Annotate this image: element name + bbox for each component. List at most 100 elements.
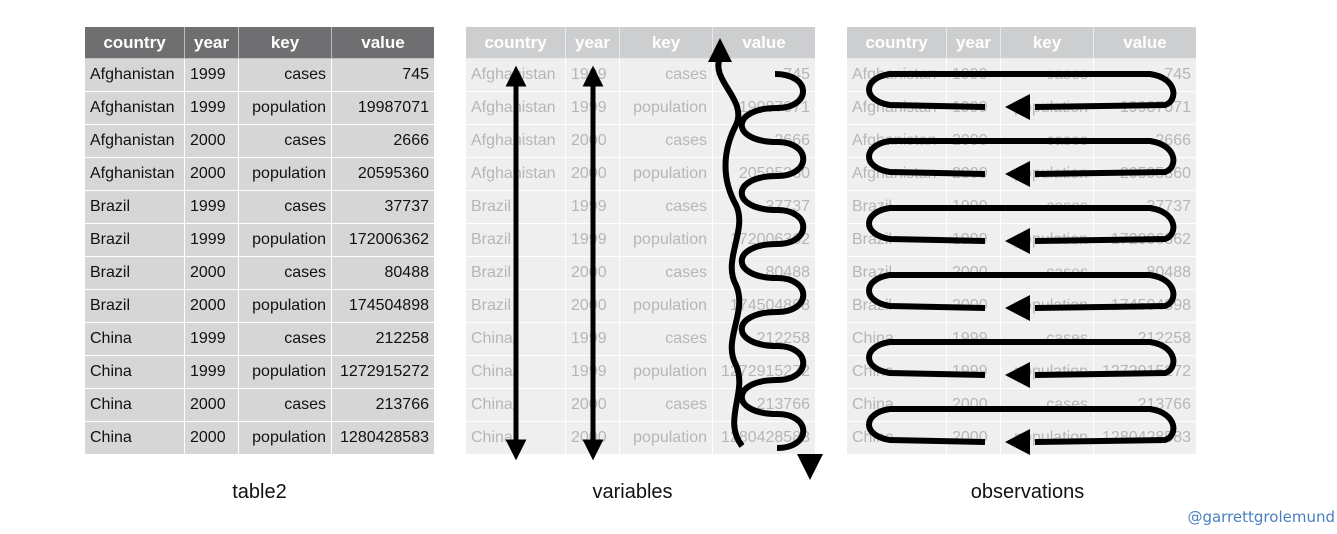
observations-cell-key: cases <box>1001 389 1094 422</box>
table2-header-country: country <box>85 27 185 59</box>
variables-cell-year: 1999 <box>566 92 620 125</box>
observations-cell-year: 1999 <box>947 59 1001 92</box>
table2-cell-year: 2000 <box>185 290 239 323</box>
table2-cell-country: Brazil <box>85 224 185 257</box>
observations-caption: observations <box>970 481 1085 503</box>
observations-header-country: country <box>847 27 947 59</box>
table2-cell-country: Brazil <box>85 290 185 323</box>
table2-cell-year: 2000 <box>185 125 239 158</box>
table2-header-value: value <box>332 27 434 59</box>
observations-cell-year: 1999 <box>947 323 1001 356</box>
variables-cell-country: Afghanistan <box>466 125 566 158</box>
variables-cell-value: 80488 <box>713 257 815 290</box>
variables-cell-year: 2000 <box>566 389 620 422</box>
table2-cell-value: 37737 <box>332 191 434 224</box>
variables-cell-year: 1999 <box>566 323 620 356</box>
observations-cell-country: Brazil <box>847 290 947 323</box>
observations-cell-key: cases <box>1001 257 1094 290</box>
observations-cell-value: 37737 <box>1094 191 1196 224</box>
observations-cell-country: Brazil <box>847 191 947 224</box>
variables-cell-value: 1272915272 <box>713 356 815 389</box>
variables-cell-value: 212258 <box>713 323 815 356</box>
variables-cell-country: China <box>466 422 566 455</box>
observations-cell-year: 2000 <box>947 290 1001 323</box>
observations-cell-country: China <box>847 389 947 422</box>
variables-header-value: value <box>713 27 815 59</box>
observations-cell-value: 1280428583 <box>1094 422 1196 455</box>
variables-cell-country: Afghanistan <box>466 59 566 92</box>
table2-cell-year: 1999 <box>185 191 239 224</box>
observations-cell-year: 1999 <box>947 224 1001 257</box>
variables-cell-value: 1280428583 <box>713 422 815 455</box>
table2-cell-value: 19987071 <box>332 92 434 125</box>
table2-cell-key: cases <box>239 59 332 92</box>
observations-cell-key: population <box>1001 356 1094 389</box>
table2-cell-country: China <box>85 356 185 389</box>
observations-cell-country: Afghanistan <box>847 92 947 125</box>
observations-header-year: year <box>947 27 1001 59</box>
table2-cell-year: 2000 <box>185 257 239 290</box>
observations-cell-value: 80488 <box>1094 257 1196 290</box>
table2-cell-year: 1999 <box>185 59 239 92</box>
observations-cell-value: 2666 <box>1094 125 1196 158</box>
table2-cell-key: population <box>239 422 332 455</box>
table2-cell-key: cases <box>239 191 332 224</box>
variables-cell-key: population <box>620 158 713 191</box>
table2-cell-year: 1999 <box>185 224 239 257</box>
variables-cell-key: population <box>620 92 713 125</box>
table2-cell-country: Afghanistan <box>85 125 185 158</box>
table2-cell-key: cases <box>239 125 332 158</box>
variables-cell-year: 2000 <box>566 290 620 323</box>
variables-cell-value: 174504898 <box>713 290 815 323</box>
variables-header-year: year <box>566 27 620 59</box>
variables-cell-key: cases <box>620 125 713 158</box>
observations-cell-key: population <box>1001 290 1094 323</box>
observations-cell-country: Afghanistan <box>847 125 947 158</box>
table2-cell-value: 212258 <box>332 323 434 356</box>
variables-cell-country: Brazil <box>466 224 566 257</box>
observations-cell-value: 1272915272 <box>1094 356 1196 389</box>
variables-cell-year: 1999 <box>566 356 620 389</box>
variables-cell-key: population <box>620 224 713 257</box>
observations-cell-key: cases <box>1001 125 1094 158</box>
observations-cell-year: 2000 <box>947 422 1001 455</box>
observations-cell-key: population <box>1001 158 1094 191</box>
observations-cell-key: population <box>1001 422 1094 455</box>
variables-cell-value: 19987071 <box>713 92 815 125</box>
variables-header-key: key <box>620 27 713 59</box>
table2-cell-year: 2000 <box>185 422 239 455</box>
table2-cell-value: 2666 <box>332 125 434 158</box>
variables-cell-year: 1999 <box>566 191 620 224</box>
observations-cell-key: cases <box>1001 59 1094 92</box>
table2-cell-key: population <box>239 92 332 125</box>
observations-cell-year: 1999 <box>947 92 1001 125</box>
variables-cell-country: Afghanistan <box>466 158 566 191</box>
variables-header-country: country <box>466 27 566 59</box>
observations-cell-value: 19987071 <box>1094 92 1196 125</box>
observations-cell-country: Afghanistan <box>847 158 947 191</box>
table2-cell-country: Brazil <box>85 257 185 290</box>
table2-cell-key: cases <box>239 257 332 290</box>
